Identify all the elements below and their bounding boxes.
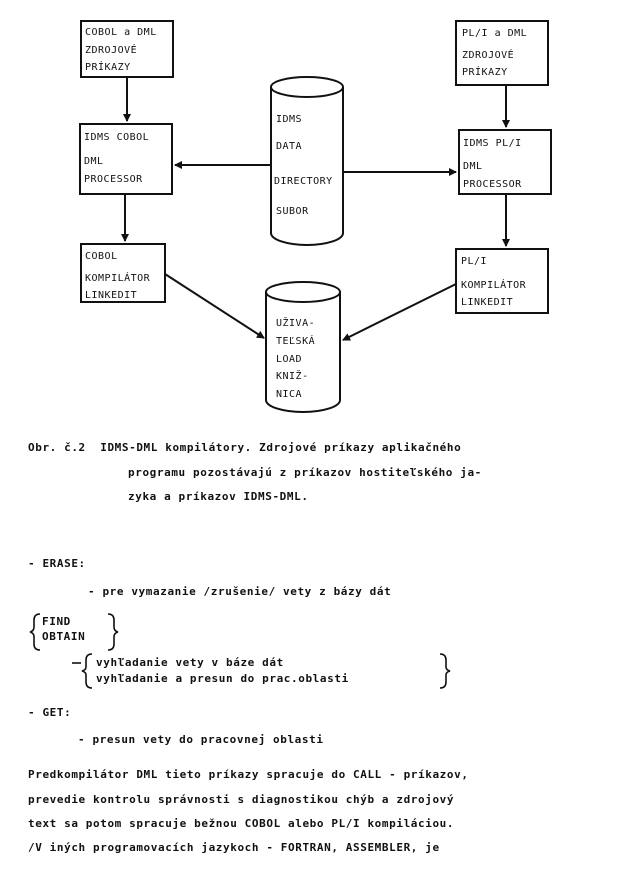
pl1-source-line1: PL/I a DML — [462, 28, 527, 39]
cobol-processor-line3: PROCESSOR — [84, 174, 143, 185]
load-library-cylinder: UŽIVA- TEĽSKÁ LOAD KNIŽ- NICA — [265, 281, 341, 413]
cobol-source-line2: ZDROJOVÉ — [85, 43, 137, 56]
cobol-compiler-line2: KOMPILÁTOR — [85, 271, 151, 284]
directory-line2: DATA — [276, 141, 302, 152]
arrow-pl1-comp-to-library — [342, 283, 457, 341]
arrow-cobol-comp-to-library — [164, 273, 265, 339]
directory-line1: IDMS — [276, 114, 302, 125]
pl1-source-line3: PRÍKAZY — [462, 65, 508, 78]
cobol-processor-line2: DML — [84, 156, 104, 167]
idms-dml-diagram: COBOL a DML ZDROJOVÉ PRÍKAZY PL/I a DML … — [79, 20, 552, 413]
erase-label: - ERASE: — [28, 557, 86, 570]
paragraph-line4: /V iných programovacích jazykoch - FORTR… — [28, 841, 440, 854]
find-label: FIND — [42, 615, 71, 628]
directory-line4: SUBOR — [276, 206, 309, 217]
obtain-label: OBTAIN — [42, 630, 86, 643]
paragraph-line3: text sa potom spracuje bežnou COBOL aleb… — [28, 817, 455, 830]
find-desc-braces — [72, 653, 451, 689]
figure-caption-line3: zyka a príkazov IDMS-DML. — [128, 490, 309, 503]
cobol-source-line3: PRÍKAZY — [85, 60, 131, 73]
cobol-compiler-line3: LINKEDIT — [85, 290, 137, 301]
get-label: - GET: — [28, 706, 72, 719]
directory-line3: DIRECTORY — [274, 176, 333, 187]
pl1-processor-box: IDMS PL/I DML PROCESSOR — [458, 129, 552, 195]
pl1-source-line2: ZDROJOVÉ — [462, 48, 514, 61]
get-description: - presun vety do pracovnej oblasti — [78, 733, 324, 746]
cobol-compiler-box: COBOL KOMPILÁTOR LINKEDIT — [80, 243, 166, 303]
library-line5: NICA — [276, 389, 302, 400]
pl1-compiler-line2: KOMPILÁTOR — [461, 278, 527, 291]
paragraph-line2: prevedie kontrolu správnosti s diagnosti… — [28, 793, 455, 806]
paragraph-line1: Predkompilátor DML tieto príkazy spracuj… — [28, 768, 469, 781]
cobol-processor-box: IDMS COBOL DML PROCESSOR — [79, 123, 173, 195]
figure-caption-line2: programu pozostávajú z príkazov hostiteľ… — [128, 466, 482, 479]
library-line3: LOAD — [276, 354, 302, 365]
find-description-2: vyhľadanie a presun do prac.oblasti — [96, 672, 349, 685]
cobol-processor-line1: IDMS COBOL — [84, 132, 149, 143]
data-directory-cylinder: IDMS DATA DIRECTORY SUBOR — [270, 76, 344, 246]
find-obtain-braces — [29, 613, 119, 651]
pl1-processor-line3: PROCESSOR — [463, 179, 522, 190]
cobol-compiler-line1: COBOL — [85, 251, 118, 262]
pl1-processor-line2: DML — [463, 161, 483, 172]
pl1-compiler-box: PL/I KOMPILÁTOR LINKEDIT — [455, 248, 549, 314]
library-line2: TEĽSKÁ — [276, 334, 315, 347]
library-line1: UŽIVA- — [276, 316, 315, 329]
pl1-source-box: PL/I a DML ZDROJOVÉ PRÍKAZY — [455, 20, 549, 86]
erase-description: - pre vymazanie /zrušenie/ vety z bázy d… — [88, 585, 392, 598]
cobol-source-box: COBOL a DML ZDROJOVÉ PRÍKAZY — [80, 20, 174, 78]
pl1-processor-line1: IDMS PL/I — [463, 138, 522, 149]
pl1-compiler-line1: PL/I — [461, 256, 487, 267]
pl1-compiler-line3: LINKEDIT — [461, 297, 513, 308]
find-description-1: vyhľadanie vety v báze dát — [96, 656, 284, 669]
figure-caption-line1: Obr. č.2 IDMS-DML kompilátory. Zdrojové … — [28, 441, 462, 454]
library-line4: KNIŽ- — [276, 369, 309, 382]
cobol-source-line1: COBOL a DML — [85, 27, 157, 38]
